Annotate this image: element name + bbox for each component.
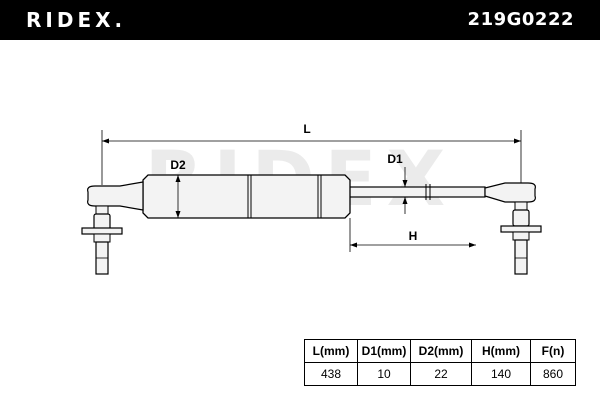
brand-logo: RIDEX. — [26, 8, 127, 32]
value-l: 438 — [304, 362, 358, 386]
header-d2: D2(mm) — [410, 339, 472, 363]
value-d2: 22 — [410, 362, 472, 386]
part-number: 219G0222 — [467, 9, 574, 30]
dimension-h: H — [349, 218, 476, 252]
header-bar: RIDEX. 219G0222 — [0, 0, 600, 40]
label-d2: D2 — [170, 158, 186, 172]
value-h: 140 — [471, 362, 531, 386]
header-f: F(n) — [530, 339, 576, 363]
ball-stud-icon — [500, 201, 542, 275]
gas-spring-diagram: RIDEX L — [81, 122, 542, 275]
spec-value-row: 438 10 22 140 860 — [304, 362, 576, 386]
label-l: L — [303, 122, 310, 136]
cylinder-body — [142, 174, 351, 219]
ball-stud-icon — [81, 205, 123, 275]
dimension-d1: D1 — [387, 152, 408, 214]
value-f: 860 — [530, 362, 576, 386]
spec-header-row: L(mm) D1(mm) D2(mm) H(mm) F(n) — [304, 339, 576, 363]
dimension-d2: D2 — [170, 158, 186, 218]
header-d1: D1(mm) — [357, 339, 411, 363]
header-h: H(mm) — [471, 339, 531, 363]
spec-table: L(mm) D1(mm) D2(mm) H(mm) F(n) 438 10 22… — [304, 339, 576, 386]
value-d1: 10 — [357, 362, 411, 386]
dimension-l: L — [102, 122, 521, 144]
right-end-fitting — [484, 182, 536, 203]
header-l: L(mm) — [304, 339, 358, 363]
left-end-fitting — [87, 181, 144, 211]
label-h: H — [409, 229, 418, 243]
label-d1: D1 — [387, 152, 403, 166]
